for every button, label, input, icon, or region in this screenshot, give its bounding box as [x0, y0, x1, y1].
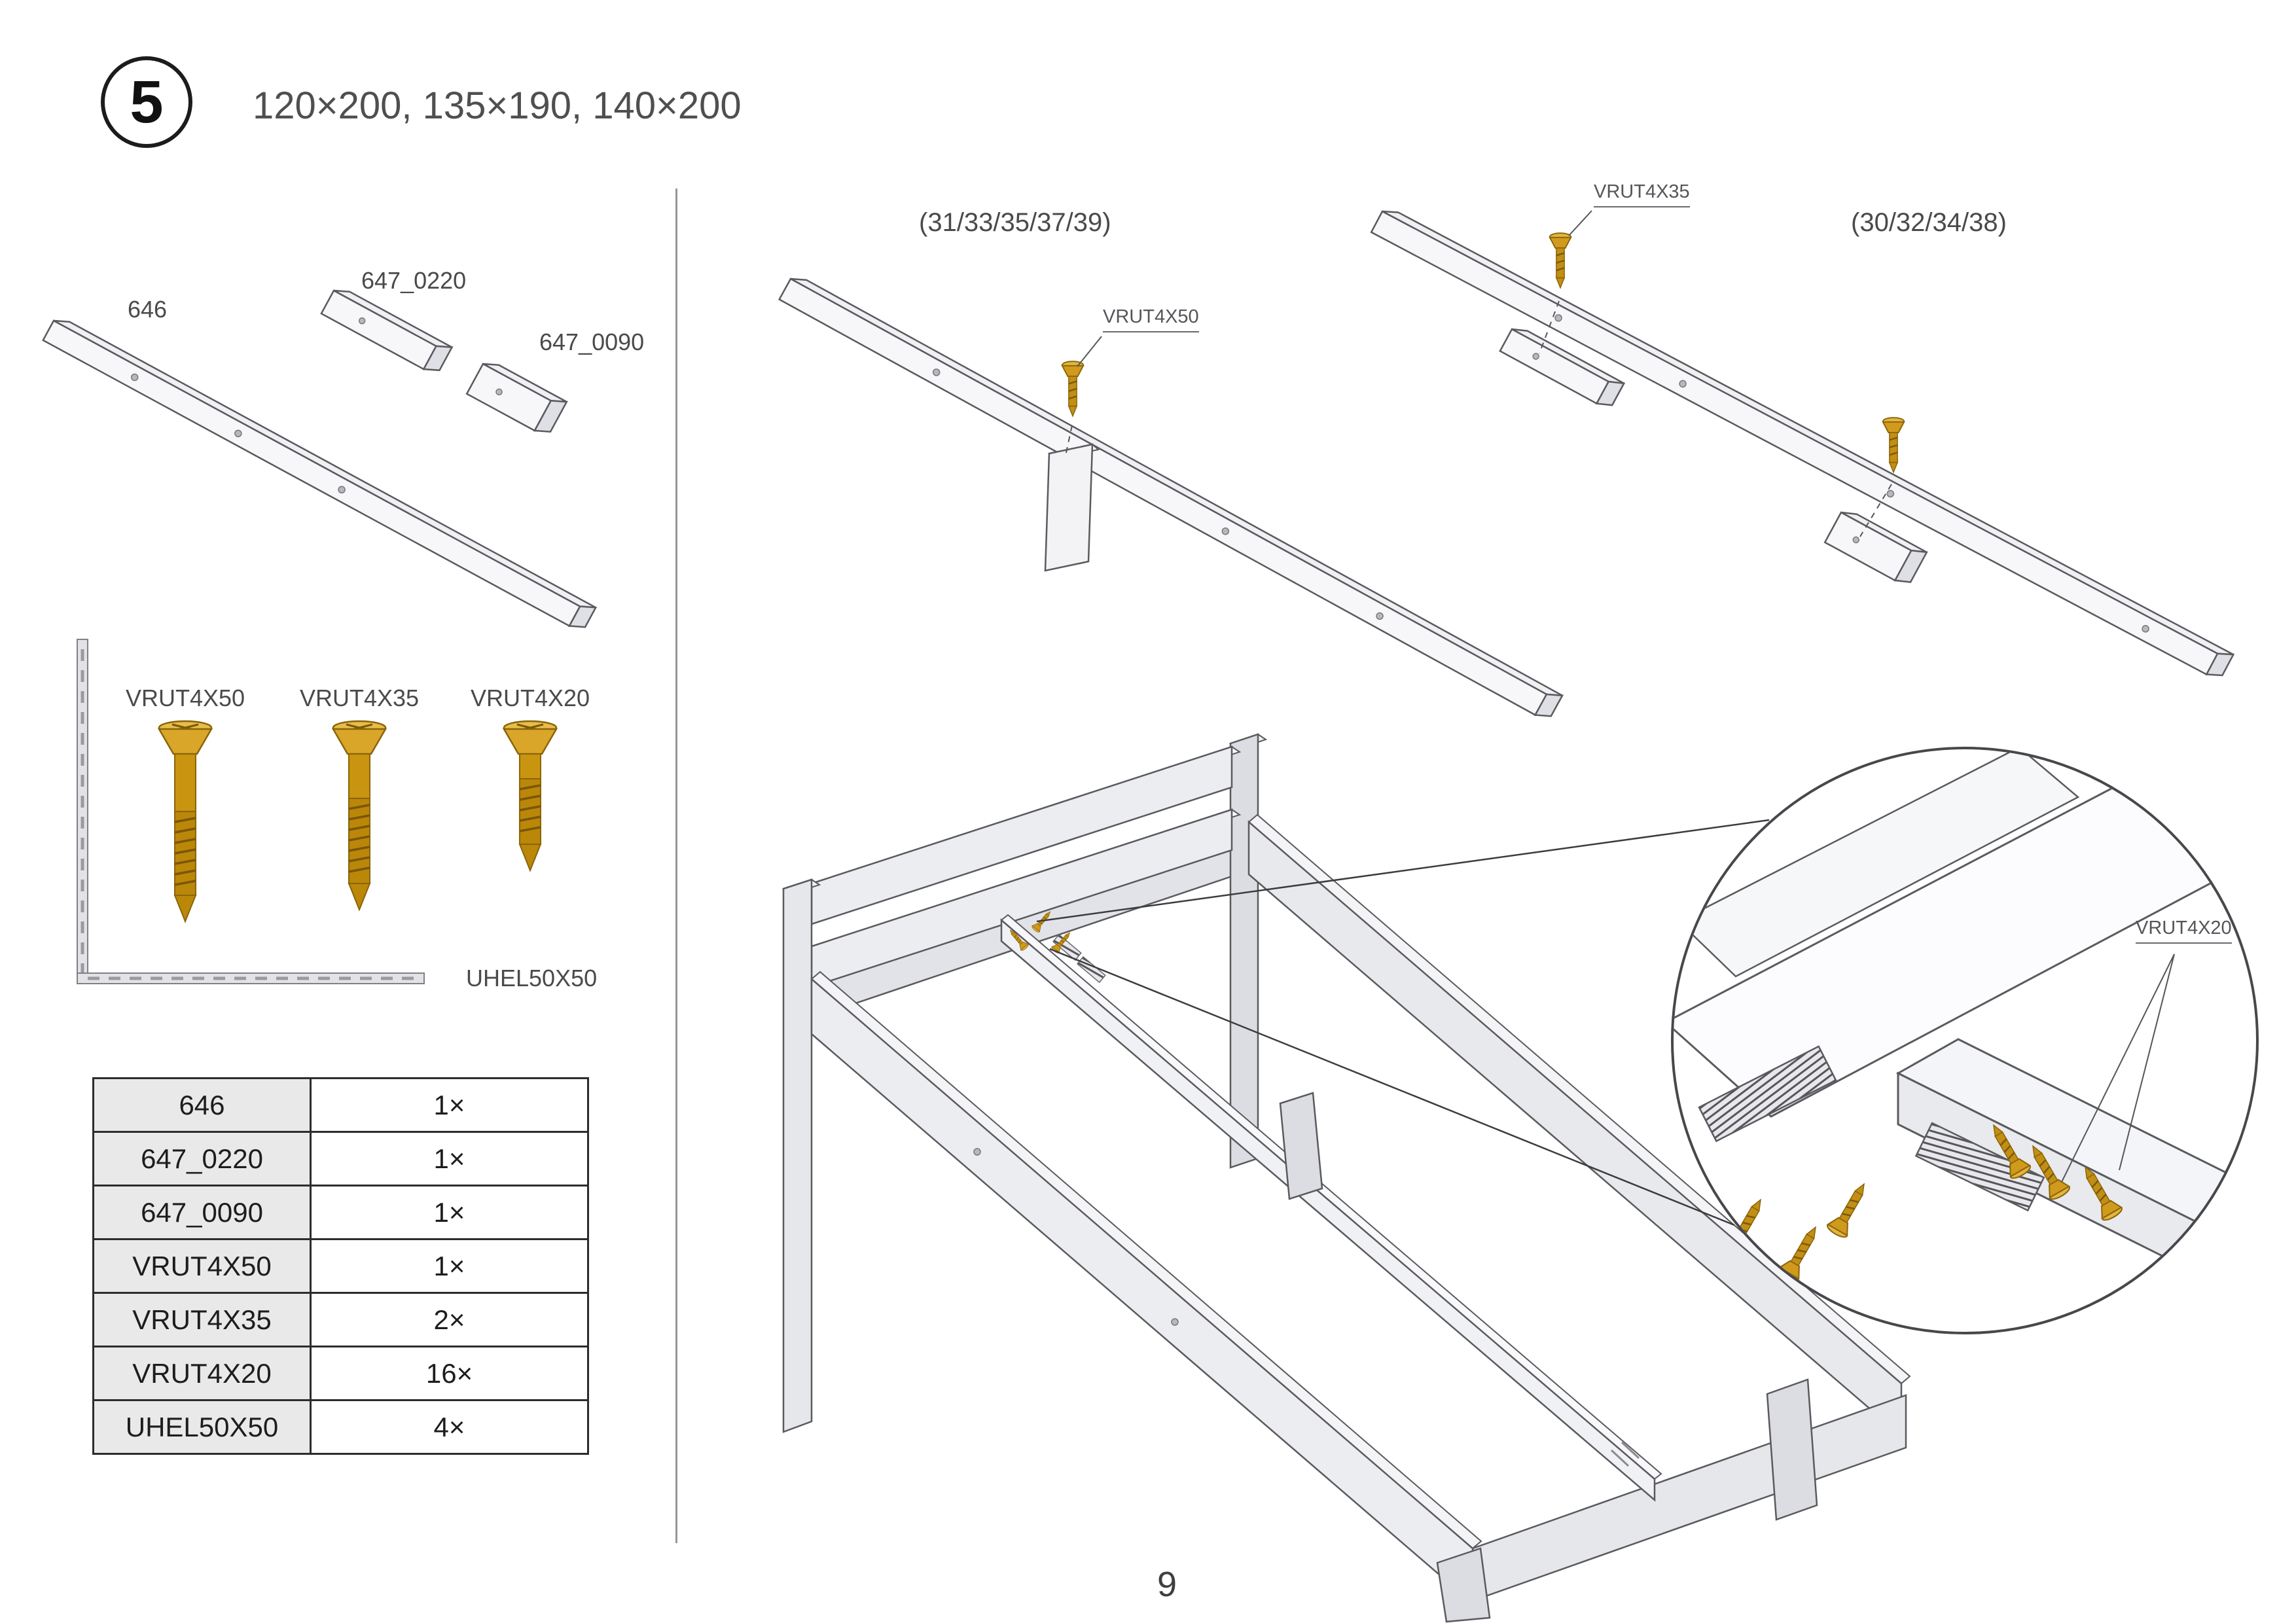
part-name-cell: 647_0220 — [92, 1131, 312, 1186]
exploded-view-right — [1370, 210, 2235, 677]
bed-assembly-drawing — [781, 733, 1911, 1623]
part-qty-cell: 1× — [310, 1131, 589, 1186]
label-screw-vrut4x35: VRUT4X35 — [299, 685, 420, 711]
label-bracket-uhel50x50: UHEL50X50 — [466, 965, 598, 991]
label-screw-vrut4x20: VRUT4X20 — [470, 685, 590, 711]
column-divider — [675, 188, 677, 1543]
screw-vrut4x35-drawing — [331, 720, 387, 912]
label-plank-647-0220: 647_0220 — [361, 267, 467, 294]
callout-vrut4x50: VRUT4X50 — [1103, 306, 1199, 332]
magnifier-circle — [1671, 747, 2259, 1334]
part-qty-cell: 1× — [310, 1185, 589, 1240]
part-name-cell: UHEL50X50 — [92, 1399, 312, 1455]
plank-646-drawing — [42, 319, 598, 628]
magnifier-leader-top — [1036, 819, 1770, 923]
part-name-cell: VRUT4X35 — [92, 1292, 312, 1347]
bracket-uhel50x50-drawing — [77, 639, 425, 984]
part-name-cell: 647_0090 — [92, 1185, 312, 1240]
table-row: VRUT4X35 2× — [92, 1292, 589, 1347]
label-plank-646: 646 — [128, 296, 168, 323]
step-number: 5 — [130, 68, 164, 135]
step-number-circle: 5 — [101, 56, 192, 148]
callout-vrut4x35: VRUT4X35 — [1594, 181, 1690, 207]
table-row: UHEL50X50 4× — [92, 1399, 589, 1455]
page-title: 120×200, 135×190, 140×200 — [253, 84, 742, 127]
part-qty-cell: 1× — [310, 1238, 589, 1294]
magnifier-leader-bottom — [1049, 948, 1735, 1226]
screw-vrut4x50-drawing — [157, 720, 213, 923]
page-number: 9 — [1157, 1565, 1177, 1604]
parts-table: 646 1× 647_0220 1× 647_0090 1× VRUT4X50 … — [92, 1077, 589, 1455]
table-row: 647_0090 1× — [92, 1185, 589, 1240]
part-qty-cell: 16× — [310, 1346, 589, 1401]
label-plate-647-0090: 647_0090 — [539, 329, 645, 355]
table-row: 647_0220 1× — [92, 1131, 589, 1186]
table-row: 646 1× — [92, 1077, 589, 1133]
part-qty-cell: 2× — [310, 1292, 589, 1347]
exploded-view-left — [778, 277, 1564, 717]
variant-label-left: (31/33/35/37/39) — [919, 208, 1111, 237]
screw-vrut4x20-drawing — [502, 720, 558, 872]
plank-647-0220-drawing — [320, 289, 454, 372]
table-row: VRUT4X50 1× — [92, 1238, 589, 1294]
part-name-cell: 646 — [92, 1077, 312, 1133]
label-screw-vrut4x50: VRUT4X50 — [125, 685, 245, 711]
variant-label-right: (30/32/34/38) — [1851, 208, 2007, 237]
part-name-cell: VRUT4X50 — [92, 1238, 312, 1294]
part-qty-cell: 1× — [310, 1077, 589, 1133]
part-name-cell: VRUT4X20 — [92, 1346, 312, 1401]
plate-647-0090-drawing — [465, 363, 568, 433]
part-qty-cell: 4× — [310, 1399, 589, 1455]
table-row: VRUT4X20 16× — [92, 1346, 589, 1401]
callout-vrut4x20: VRUT4X20 — [2136, 918, 2232, 944]
